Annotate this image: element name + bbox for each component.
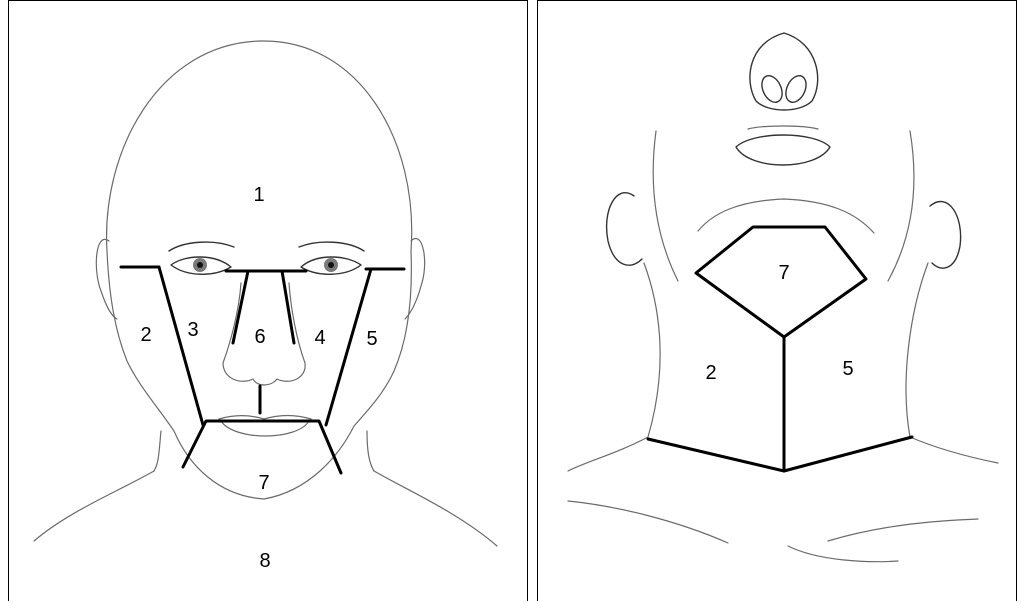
shoulder-left — [34, 471, 154, 541]
left-nostril — [758, 73, 786, 106]
front-face-panel: 1 2 3 6 4 5 7 8 — [8, 0, 528, 601]
left-eyebrow — [169, 242, 234, 251]
face-right-outline — [888, 131, 914, 281]
page-margin-right — [1017, 0, 1024, 601]
front-face-illustration: 1 2 3 6 4 5 7 8 — [9, 1, 529, 602]
neck-region-label-5: 5 — [842, 358, 853, 380]
panel-gap — [529, 0, 537, 601]
region-label-6: 6 — [254, 326, 265, 348]
region-label-8: 8 — [259, 550, 270, 572]
front-divider-jaw — [183, 421, 341, 473]
chest-line — [788, 546, 898, 562]
page-margin-left — [0, 0, 8, 601]
left-pupil — [197, 262, 203, 268]
front-divider-nose-right — [282, 271, 294, 343]
region-label-2: 2 — [140, 324, 151, 346]
nose-underside — [750, 33, 818, 110]
right-pupil — [328, 262, 334, 268]
right-nostril — [782, 73, 810, 106]
shoulder-left-neck — [568, 437, 648, 471]
front-divider-nose-left — [233, 271, 248, 343]
lips-underside — [736, 135, 830, 165]
neck-underside-panel: 7 2 5 — [537, 0, 1017, 601]
neck-left-outline — [644, 263, 660, 437]
region-label-7: 7 — [258, 472, 269, 494]
right-eyebrow — [299, 242, 364, 251]
collarbone-left — [568, 501, 728, 543]
region-label-4: 4 — [314, 327, 325, 349]
neck-region-label-2: 2 — [705, 362, 716, 384]
neck-divider-base — [648, 437, 912, 471]
shoulder-right — [374, 471, 497, 546]
face-left-outline — [653, 131, 678, 281]
front-divider-cheek-right — [326, 269, 371, 425]
neck-region-label-7: 7 — [778, 262, 789, 284]
neck-left — [154, 431, 161, 471]
lip-crease — [748, 126, 818, 129]
region-label-1: 1 — [253, 184, 264, 206]
neck-right-outline — [906, 263, 928, 437]
region-label-5: 5 — [366, 328, 377, 350]
shoulder-right-neck — [910, 437, 998, 463]
neck-right — [367, 431, 374, 471]
mouth-lower — [221, 421, 309, 436]
right-ear — [405, 239, 425, 319]
front-divider-cheek-left — [159, 267, 203, 425]
region-label-3: 3 — [187, 319, 198, 341]
collarbone-right — [828, 519, 978, 541]
right-ear-underside — [930, 202, 961, 269]
neck-underside-illustration: 7 2 5 — [538, 1, 1018, 602]
left-ear-underside — [607, 193, 642, 265]
mouth-upper — [219, 416, 311, 419]
